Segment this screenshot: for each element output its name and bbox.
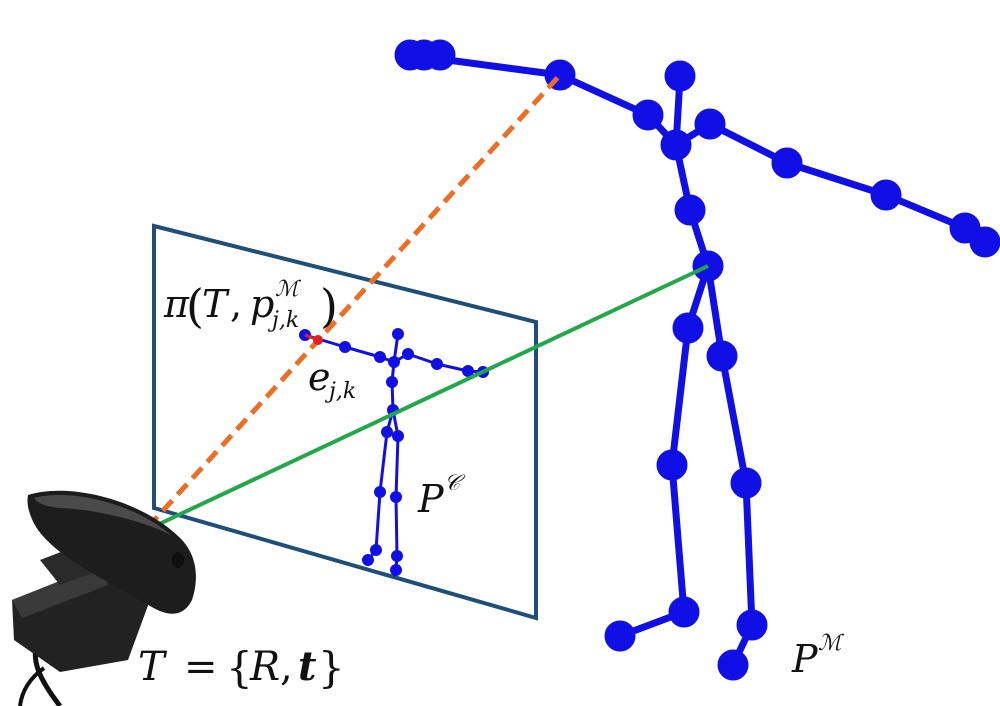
svg-text:,: ,	[280, 644, 293, 690]
svg-text:t: t	[298, 643, 317, 690]
svg-text:ℳ: ℳ	[275, 277, 302, 302]
svg-text:T: T	[138, 644, 168, 690]
svg-text:P: P	[417, 477, 445, 521]
image-skeleton-label: P 𝒞	[417, 471, 466, 521]
svg-text:P: P	[791, 637, 819, 681]
svg-text:p: p	[250, 282, 274, 326]
projection-ray	[146, 73, 562, 529]
svg-text:=: =	[184, 644, 218, 690]
camera-pose-label: T = { R , t }	[138, 643, 345, 692]
projected-point	[313, 335, 323, 345]
svg-text:{: {	[226, 643, 253, 692]
svg-text:j,k: j,k	[324, 379, 356, 404]
svg-text:T: T	[202, 282, 230, 326]
svg-text:R: R	[249, 644, 280, 690]
svg-text:): )	[320, 279, 338, 333]
pelvis-ray	[154, 264, 709, 528]
svg-text:(: (	[186, 279, 204, 333]
svg-text:e: e	[308, 355, 331, 399]
svg-text:j,k: j,k	[267, 308, 299, 333]
error-label: e j,k	[308, 355, 356, 404]
webcam-icon	[12, 490, 196, 706]
model-skeleton	[394, 39, 1000, 681]
image-plane	[152, 223, 538, 621]
svg-text:π: π	[163, 282, 190, 326]
projection-label: π ( T , p ℳ j,k )	[163, 277, 338, 333]
svg-text:ℳ: ℳ	[818, 631, 845, 656]
model-skeleton-label: P ℳ	[791, 631, 845, 681]
svg-text:,: ,	[230, 282, 242, 326]
svg-text:}: }	[318, 643, 345, 692]
svg-text:𝒞: 𝒞	[444, 471, 466, 496]
